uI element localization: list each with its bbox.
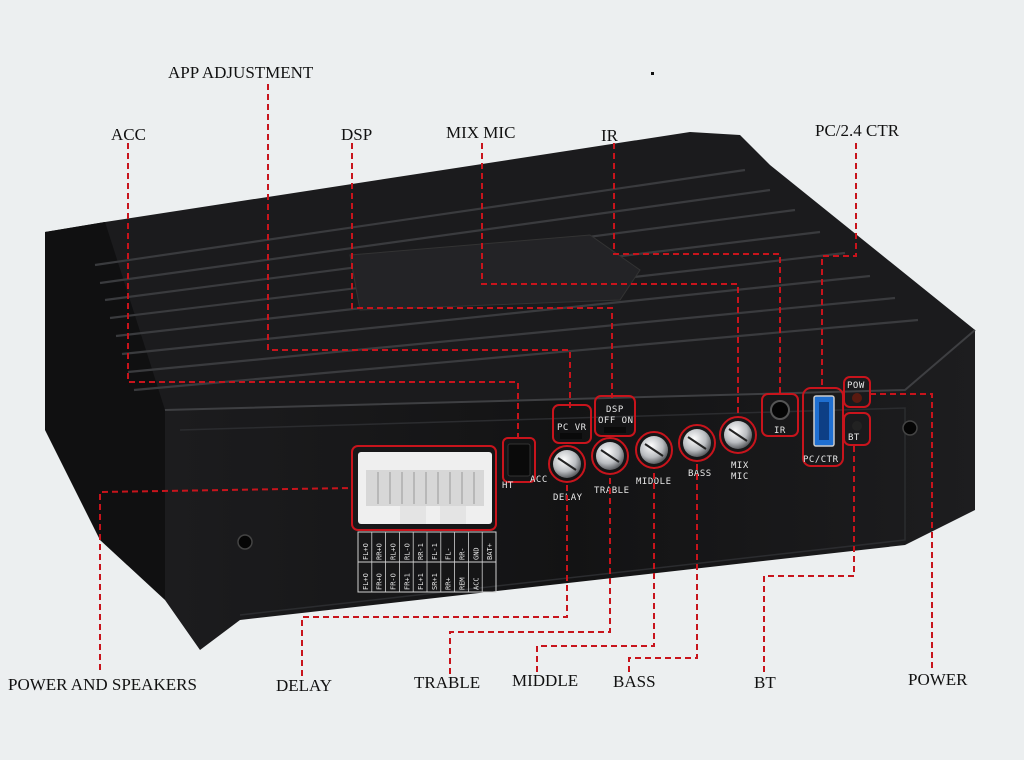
leader-bt <box>763 445 855 672</box>
middle-knob[interactable] <box>635 431 673 469</box>
pinout-cell: RR+ <box>445 577 453 590</box>
pow-panel-label: POW <box>847 381 865 391</box>
bass-knob[interactable] <box>678 424 716 462</box>
trable-panel-label: TRABLE <box>594 486 630 496</box>
leader-ir <box>613 143 781 394</box>
pinout-cell: FR+1 <box>403 573 411 590</box>
callout-delay: DELAY <box>276 676 332 695</box>
pinout-cell: FR+O <box>376 573 384 590</box>
callout-power-and-speakers: POWER AND SPEAKERS <box>8 675 197 694</box>
power-speaker-connector <box>358 452 492 524</box>
pinout-cell: GND <box>472 547 480 560</box>
callout-bass: BASS <box>613 672 656 691</box>
leader-lines <box>99 84 933 676</box>
leader-acc <box>127 143 519 440</box>
leader-power <box>870 393 933 668</box>
pinout-table: FL+O RR+O RL+O RL-O RR-1 FL-1 FL- RR- GND BAT+ FL+… <box>357 531 497 593</box>
ir-panel-label: IR <box>774 426 786 436</box>
pinout-cell: REM <box>459 577 467 590</box>
trable-knob[interactable] <box>591 437 629 475</box>
callout-trable: TRABLE <box>414 673 480 692</box>
pinout-cell: RR+O <box>376 543 384 560</box>
mic-label: MIC <box>731 472 749 482</box>
callout-power: POWER <box>908 670 968 689</box>
stray-dot <box>651 72 654 75</box>
pc-ctr-panel-label: PC/CTR <box>803 455 839 465</box>
ht-label: HT <box>502 481 514 491</box>
leader-middle <box>536 468 655 672</box>
pc-vr-switch[interactable] <box>552 404 592 444</box>
pinout-cell: RR-1 <box>417 543 425 560</box>
leader-trable <box>449 474 611 674</box>
mix-mic-knob[interactable] <box>719 416 757 454</box>
leader-delay <box>301 482 568 676</box>
pinout-cell: RL+O <box>390 543 398 560</box>
power-led <box>843 376 871 408</box>
pc-vr-label: PC VR <box>557 423 587 433</box>
pinout-cell: FL+1 <box>417 573 425 590</box>
callout-mix-mic: MIX MIC <box>446 123 515 142</box>
callout-pc-ctr: PC/2.4 CTR <box>815 121 900 140</box>
callout-dsp: DSP <box>341 125 372 144</box>
bt-panel-label: BT <box>848 433 860 443</box>
mix-label: MIX <box>731 461 749 471</box>
dsp-switch-states: OFF ON <box>598 416 634 426</box>
pinout-cell: FL+O <box>362 573 370 590</box>
leader-bass <box>628 461 698 672</box>
callout-acc: ACC <box>111 125 146 144</box>
pinout-cell: ACC <box>472 577 480 590</box>
screw-right-icon <box>902 420 918 436</box>
amplifier-body <box>45 132 976 650</box>
pinout-cell: FR-O <box>390 573 398 590</box>
pinout-cell: FL-1 <box>431 543 439 560</box>
callout-middle: MIDDLE <box>512 671 578 690</box>
callout-ir: IR <box>601 126 619 145</box>
bt-led <box>843 412 871 446</box>
screw-left-icon <box>237 534 253 550</box>
ir-jack[interactable] <box>761 393 799 437</box>
pinout-cell: FL- <box>445 547 453 560</box>
dsp-switch[interactable] <box>594 395 636 437</box>
leader-dsp <box>351 143 613 398</box>
acc-panel-label: ACC <box>530 475 548 485</box>
pinout-cell: SR+1 <box>431 573 439 590</box>
pinout-cell: RR- <box>459 547 467 560</box>
callout-app-adjustment: APP ADJUSTMENT <box>168 63 314 82</box>
delay-knob[interactable] <box>548 445 586 483</box>
pinout-cell: BAT+ <box>486 543 494 560</box>
middle-panel-label: MIDDLE <box>636 477 672 487</box>
leader-pc-ctr <box>821 143 857 388</box>
dsp-switch-title: DSP <box>606 405 624 415</box>
bass-panel-label: BASS <box>688 469 712 479</box>
pinout-cell: FL+O <box>362 543 370 560</box>
leader-app-adjustment <box>267 84 571 408</box>
leader-mix-mic <box>481 143 739 417</box>
callout-bt: BT <box>754 673 776 692</box>
pinout-cell: RL-O <box>403 543 411 560</box>
